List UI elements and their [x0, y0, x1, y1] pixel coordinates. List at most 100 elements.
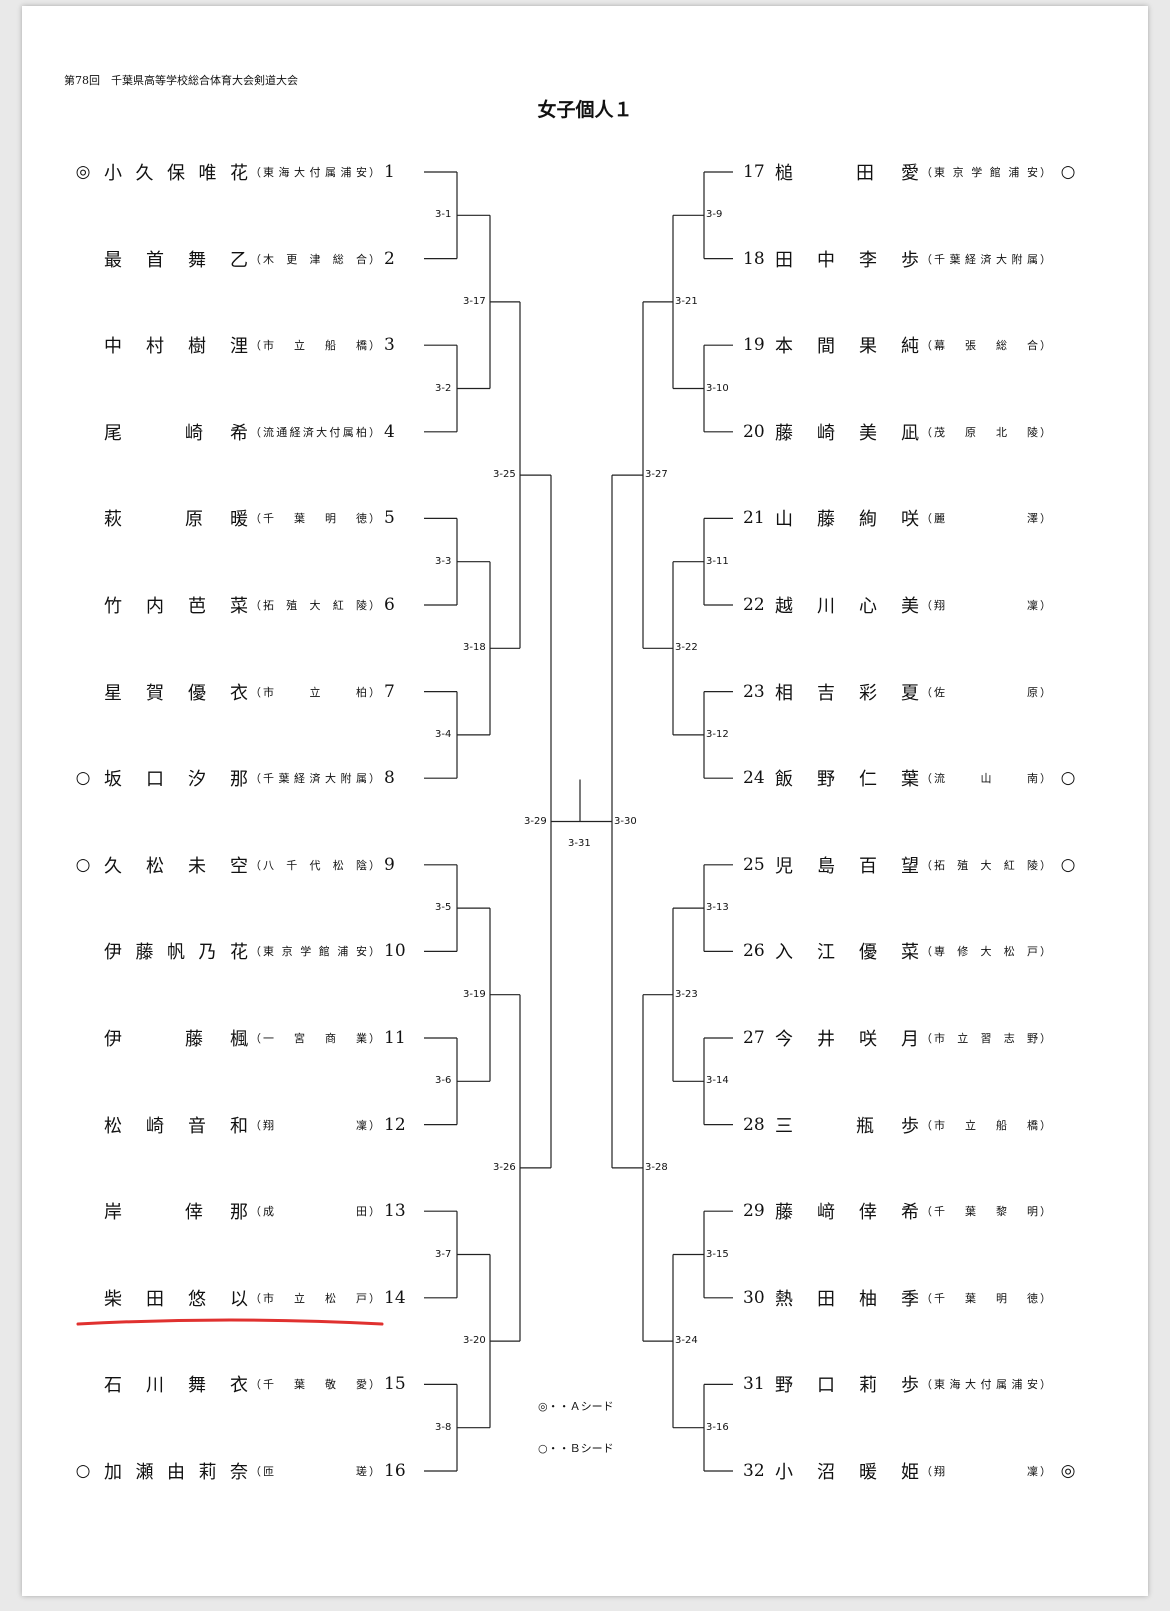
player-name: 入江優菜 — [775, 942, 919, 964]
player-name: 最首舞乙 — [104, 249, 248, 271]
school-name: （流山南） — [921, 772, 1051, 786]
entry-number: 16 — [384, 1461, 406, 1481]
entry-number: 31 — [743, 1374, 765, 1395]
match-label-r1: 3-2 — [435, 382, 452, 394]
entry-number: 3 — [384, 335, 395, 356]
player-name: 三瓶歩 — [775, 1115, 919, 1137]
school-name: （茂原北陵） — [921, 425, 1051, 439]
match-label-r1: 3-5 — [435, 902, 452, 914]
school-name: （匝瑳） — [250, 1465, 380, 1478]
player-name: 小沼暖姫 — [775, 1462, 919, 1483]
school-name: （市立松戸） — [250, 1291, 380, 1305]
player-name: 竹内芭菜 — [104, 596, 248, 617]
entry-number: 7 — [384, 681, 395, 702]
match-label-r1: 3-1 — [435, 209, 452, 221]
player-name: 野口莉歩 — [775, 1375, 919, 1397]
school-name: （市立習志野） — [921, 1032, 1051, 1045]
school-name: （東京学館浦安） — [921, 166, 1051, 179]
player-name: 相吉彩夏 — [775, 682, 919, 704]
school-name: （翔凜） — [921, 1465, 1051, 1478]
match-label-r1: 3-11 — [706, 555, 729, 567]
school-name: （専修大松戸） — [921, 945, 1051, 959]
player-name: 槌田愛 — [775, 163, 919, 184]
entry-number: 30 — [743, 1287, 765, 1308]
player-name: 児島百望 — [775, 855, 919, 877]
school-name: （麗澤） — [921, 512, 1051, 526]
match-label-r1: 3-14 — [706, 1075, 729, 1087]
entry-number: 6 — [384, 595, 395, 615]
entry-number: 17 — [743, 162, 765, 182]
school-name: （千葉敬愛） — [250, 1378, 380, 1392]
entry-number: 23 — [743, 681, 765, 702]
player-name: 伊藤帆乃花 — [104, 942, 248, 964]
entry-number: 9 — [384, 854, 395, 875]
entry-number: 15 — [384, 1374, 406, 1395]
match-label-r1: 3-15 — [706, 1248, 729, 1260]
entry-row: ○加瀬由莉奈（匝瑳）16 — [72, 1456, 406, 1486]
entry-number: 13 — [384, 1201, 406, 1222]
entry-row: 25 児島百望（拓殖大紅陵） ○ — [743, 850, 1079, 880]
match-label-r2: 3-22 — [675, 642, 698, 654]
match-label-r1: 3-8 — [435, 1421, 452, 1433]
match-label-r2: 3-20 — [463, 1335, 486, 1347]
school-name: （拓殖大紅陵） — [921, 858, 1051, 872]
match-label-r3: 3-25 — [493, 469, 516, 481]
match-label-semi: 3-29 — [524, 815, 547, 827]
entry-row: 尾崎希（流通経済大付属柏）4 — [72, 417, 406, 447]
match-label-r3: 3-27 — [645, 469, 668, 481]
match-label-final: 3-31 — [568, 837, 591, 849]
entry-row: 萩原暖（千葉明徳）5 — [72, 503, 406, 533]
seed-mark: ○ — [75, 854, 91, 875]
entry-number: 29 — [743, 1201, 765, 1222]
match-label-r1: 3-9 — [706, 209, 723, 221]
seed-mark: ◎ — [1060, 1461, 1076, 1481]
match-label-r1: 3-16 — [706, 1421, 729, 1433]
player-name: 萩原暖 — [104, 509, 248, 531]
match-label-r3: 3-28 — [645, 1161, 668, 1173]
player-name: 中村樹浬 — [104, 336, 248, 358]
entry-row: ○坂口汐那（千葉経済大附属）8 — [72, 763, 406, 793]
entry-number: 24 — [743, 768, 765, 789]
seed-mark: ○ — [1060, 768, 1076, 789]
player-name: 今井咲月 — [775, 1029, 919, 1050]
school-name: （東海大付属浦安） — [250, 166, 380, 179]
entry-number: 11 — [384, 1028, 406, 1048]
school-name: （市立柏） — [250, 685, 380, 699]
entry-row: 竹内芭菜（拓殖大紅陵） 6 — [72, 590, 406, 620]
entry-number: 19 — [743, 335, 765, 356]
player-name: 星賀優衣 — [104, 682, 248, 704]
school-name: （流通経済大付属柏） — [250, 425, 380, 439]
entry-number: 32 — [743, 1461, 765, 1481]
match-label-r2: 3-18 — [463, 642, 486, 654]
school-name: （成田） — [250, 1205, 380, 1219]
match-label-r2: 3-23 — [675, 988, 698, 1000]
school-name: （千葉経済大附属） — [921, 252, 1051, 266]
entry-row: ◎小久保唯花（東海大付属浦安）1 — [72, 157, 406, 187]
seed-mark: ○ — [1060, 854, 1076, 875]
school-name: （八千代松陰） — [250, 858, 380, 872]
player-name: 久松未空 — [104, 855, 248, 877]
bracket-sheet — [22, 6, 1148, 1596]
entry-number: 25 — [743, 854, 765, 875]
school-name: （一宮商業） — [250, 1032, 380, 1045]
entry-row: ○ 久松未空（八千代松陰） 9 — [72, 850, 406, 880]
school-name: （千葉明徳） — [921, 1291, 1051, 1305]
match-label-r1: 3-4 — [435, 728, 452, 740]
player-name: 田中李歩 — [775, 249, 919, 271]
school-name: （拓殖大紅陵） — [250, 599, 380, 612]
player-name: 加瀬由莉奈 — [104, 1462, 248, 1483]
page-title: 女子個人１ — [537, 99, 633, 121]
match-label-r1: 3-12 — [706, 728, 729, 740]
player-name: 本間果純 — [775, 336, 919, 358]
player-name: 岸倖那 — [104, 1202, 248, 1224]
match-label-r1: 3-7 — [435, 1248, 452, 1260]
